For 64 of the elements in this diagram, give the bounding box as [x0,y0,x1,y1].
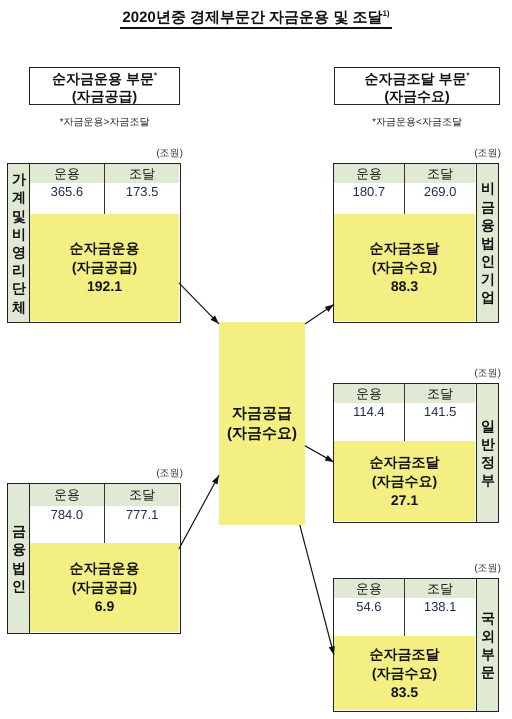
net-flow-box [334,441,475,521]
footnote-text: *자금운용<자금조달 [371,117,463,129]
net-flow-label: 순자금조달 (자금수요) [370,644,440,682]
net-flow-label: 순자금조달 (자금수요) [370,239,440,277]
header-box [334,67,500,105]
sector-panel [7,483,181,634]
header-box [29,67,180,105]
column-header: 운용 [30,484,104,506]
value-text: 365.6 [50,184,84,200]
value-text: 138.1 [422,599,458,615]
sector-panel [7,163,181,323]
column-header: 조달 [105,164,179,183]
arrow [178,474,220,550]
column-header: 조달 [105,484,179,506]
arrow [304,304,334,324]
net-flow-label: 순자금운용 (자금공급) [70,239,140,277]
net-flow-value: 6.9 [94,597,114,616]
column-header: 조달 [405,384,475,403]
column-header: 운용 [334,384,404,403]
unit-label: (조원) [156,148,183,160]
value-text: 114.4 [352,404,386,420]
unit-label: (조원) [474,563,501,575]
value-text: 141.5 [422,404,458,420]
net-flow-box [30,214,179,321]
header-label: 순자금운용 부문$^{*}$ (자금공급) [50,70,158,105]
value-text: 784.0 [50,507,84,523]
unit-label: (조원) [474,148,501,160]
net-flow-box [334,214,475,321]
unit-label: (조원) [156,468,183,480]
net-flow-box [334,636,475,710]
value-text: 269.0 [422,184,458,200]
net-flow-box [30,543,179,632]
sector-name: 비금융법인기업 [476,164,498,322]
arrow [304,445,334,463]
sector-name: 국외부문 [476,579,498,711]
sector-panel [333,163,499,323]
column-header: 운용 [334,579,404,598]
net-flow-value: 88.3 [390,277,418,296]
net-flow-value: 192.1 [86,277,122,296]
fund-pool-box [219,322,305,525]
arrow [178,282,220,324]
sector-name: 일반정부 [476,384,498,522]
diagram-title: 2020년중 경제부문간 자금운용 및 조달$^{1)}$ [120,4,392,29]
net-flow-label: 순자금운용 (자금공급) [70,559,140,597]
header-label: 순자금조달 부문$^{*}$ (자금수요) [363,70,470,105]
net-flow-label: 순자금조달 (자금수요) [370,452,440,490]
value-text: 777.1 [124,507,160,523]
net-flow-value: 83.5 [390,682,418,702]
sector-name: 가계및비영리단체 [8,164,30,322]
value-text: 54.6 [355,599,383,615]
sector-name: 금융법인 [8,484,30,633]
footnote-text: *자금운용>자금조달 [58,117,150,129]
column-header: 조달 [405,579,475,598]
column-header: 운용 [30,164,104,183]
sector-panel [333,383,499,523]
arrow [299,524,335,656]
net-flow-value: 27.1 [390,490,418,510]
column-header: 운용 [334,164,404,183]
value-text: 180.7 [352,184,386,200]
column-header: 조달 [405,164,475,183]
unit-label: (조원) [474,368,501,380]
sector-panel [333,578,499,712]
pool-label: 자금공급 (자금수요) [227,404,297,444]
value-text: 173.5 [124,184,160,200]
